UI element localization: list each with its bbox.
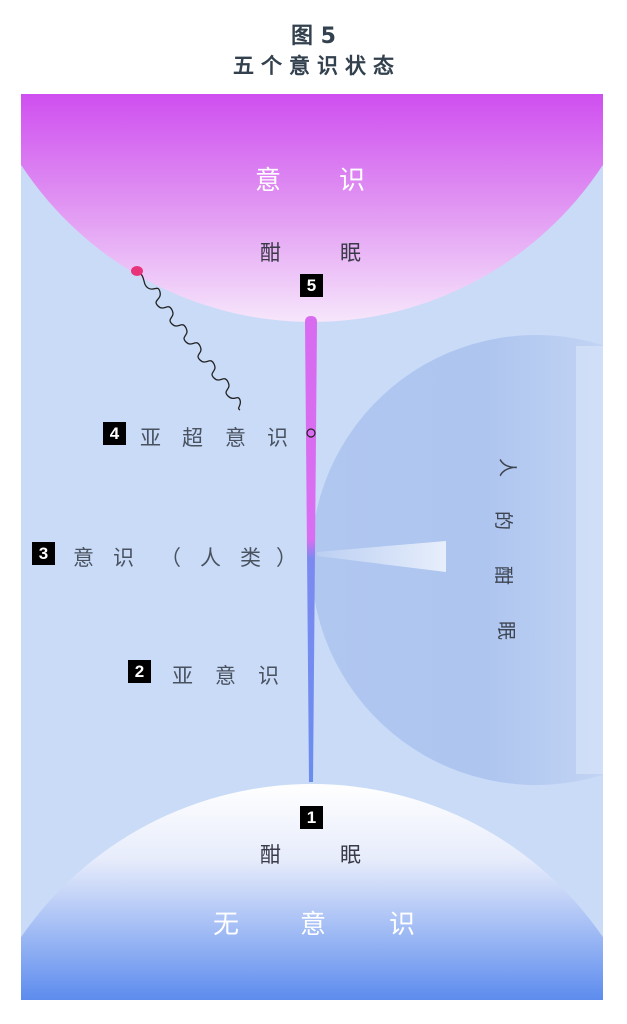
figure-label: 图 5 [291,24,336,49]
bottom-char: 无 [213,910,240,940]
light-beam [317,541,446,572]
badge-3: 3 [32,542,55,565]
badge-4: 4 [103,422,126,445]
diagram-panel: 意 识 酣 眠 5 4 亚 超 意 识 3 意 识 （ 人 类 ） 2 亚 意 … [21,94,603,1000]
path-end-ring [306,428,316,438]
level-3-char: （ [160,546,181,570]
level-4-char: 超 [182,426,203,450]
top-char: 识 [339,166,366,196]
side-glow [576,346,603,774]
top-char: 意 [255,166,282,196]
side-char: 人 [496,457,519,478]
unconscious-sphere [21,784,603,1000]
side-char: 酣 [492,565,515,586]
human-sleep-sphere [311,335,603,786]
path-start-dot [131,266,143,276]
level-3-char: 人 [200,546,221,570]
bottom-char: 意 [300,910,327,940]
badge-5: 5 [300,274,323,297]
level-4-char: 意 [225,426,246,450]
level-4-char: 亚 [140,426,161,450]
level-3-char: ） [276,546,297,570]
consciousness-axis-bar [305,316,317,782]
badge-1: 1 [300,806,323,829]
level-2-char: 识 [258,664,279,688]
bottom-char: 酣 [260,843,281,867]
level-2-char: 亚 [172,664,193,688]
side-char: 的 [492,510,515,531]
diagram-graphics [21,94,603,1000]
bottom-char: 识 [389,910,416,940]
level-4-char: 识 [267,426,288,450]
top-char: 眠 [340,241,361,265]
bottom-char: 眠 [340,843,361,867]
level-2-char: 意 [215,664,236,688]
level-3-char: 意 [73,546,94,570]
level-3-char: 识 [113,546,134,570]
badge-2: 2 [128,660,151,683]
figure-title: 五个意识状态 [233,54,401,78]
top-char: 酣 [260,241,281,265]
wavy-path [137,271,242,411]
level-3-char: 类 [240,546,261,570]
side-char: 眠 [495,620,518,641]
consciousness-sphere [21,94,603,322]
